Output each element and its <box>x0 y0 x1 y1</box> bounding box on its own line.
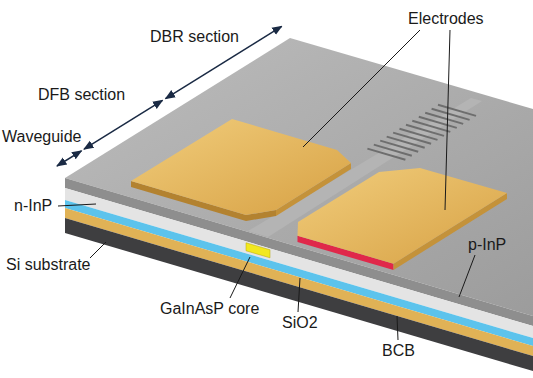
grating <box>367 105 476 160</box>
layer-label: n-InP <box>14 197 52 215</box>
si-substrate-layer <box>65 218 533 371</box>
electrode <box>298 168 508 264</box>
leader-lines <box>58 30 475 340</box>
layer-label: p-InP <box>468 236 506 254</box>
layer-label: GaInAsP core <box>160 300 259 318</box>
layer-label: SiO2 <box>282 314 318 332</box>
layer-label: BCB <box>382 342 415 360</box>
section-label: DFB section <box>38 86 125 104</box>
section-label: Waveguide <box>2 128 81 146</box>
part-label: Electrodes <box>408 10 484 28</box>
section-label: DBR section <box>150 28 239 46</box>
layer-label: Si substrate <box>6 256 90 274</box>
electrode <box>131 119 351 215</box>
